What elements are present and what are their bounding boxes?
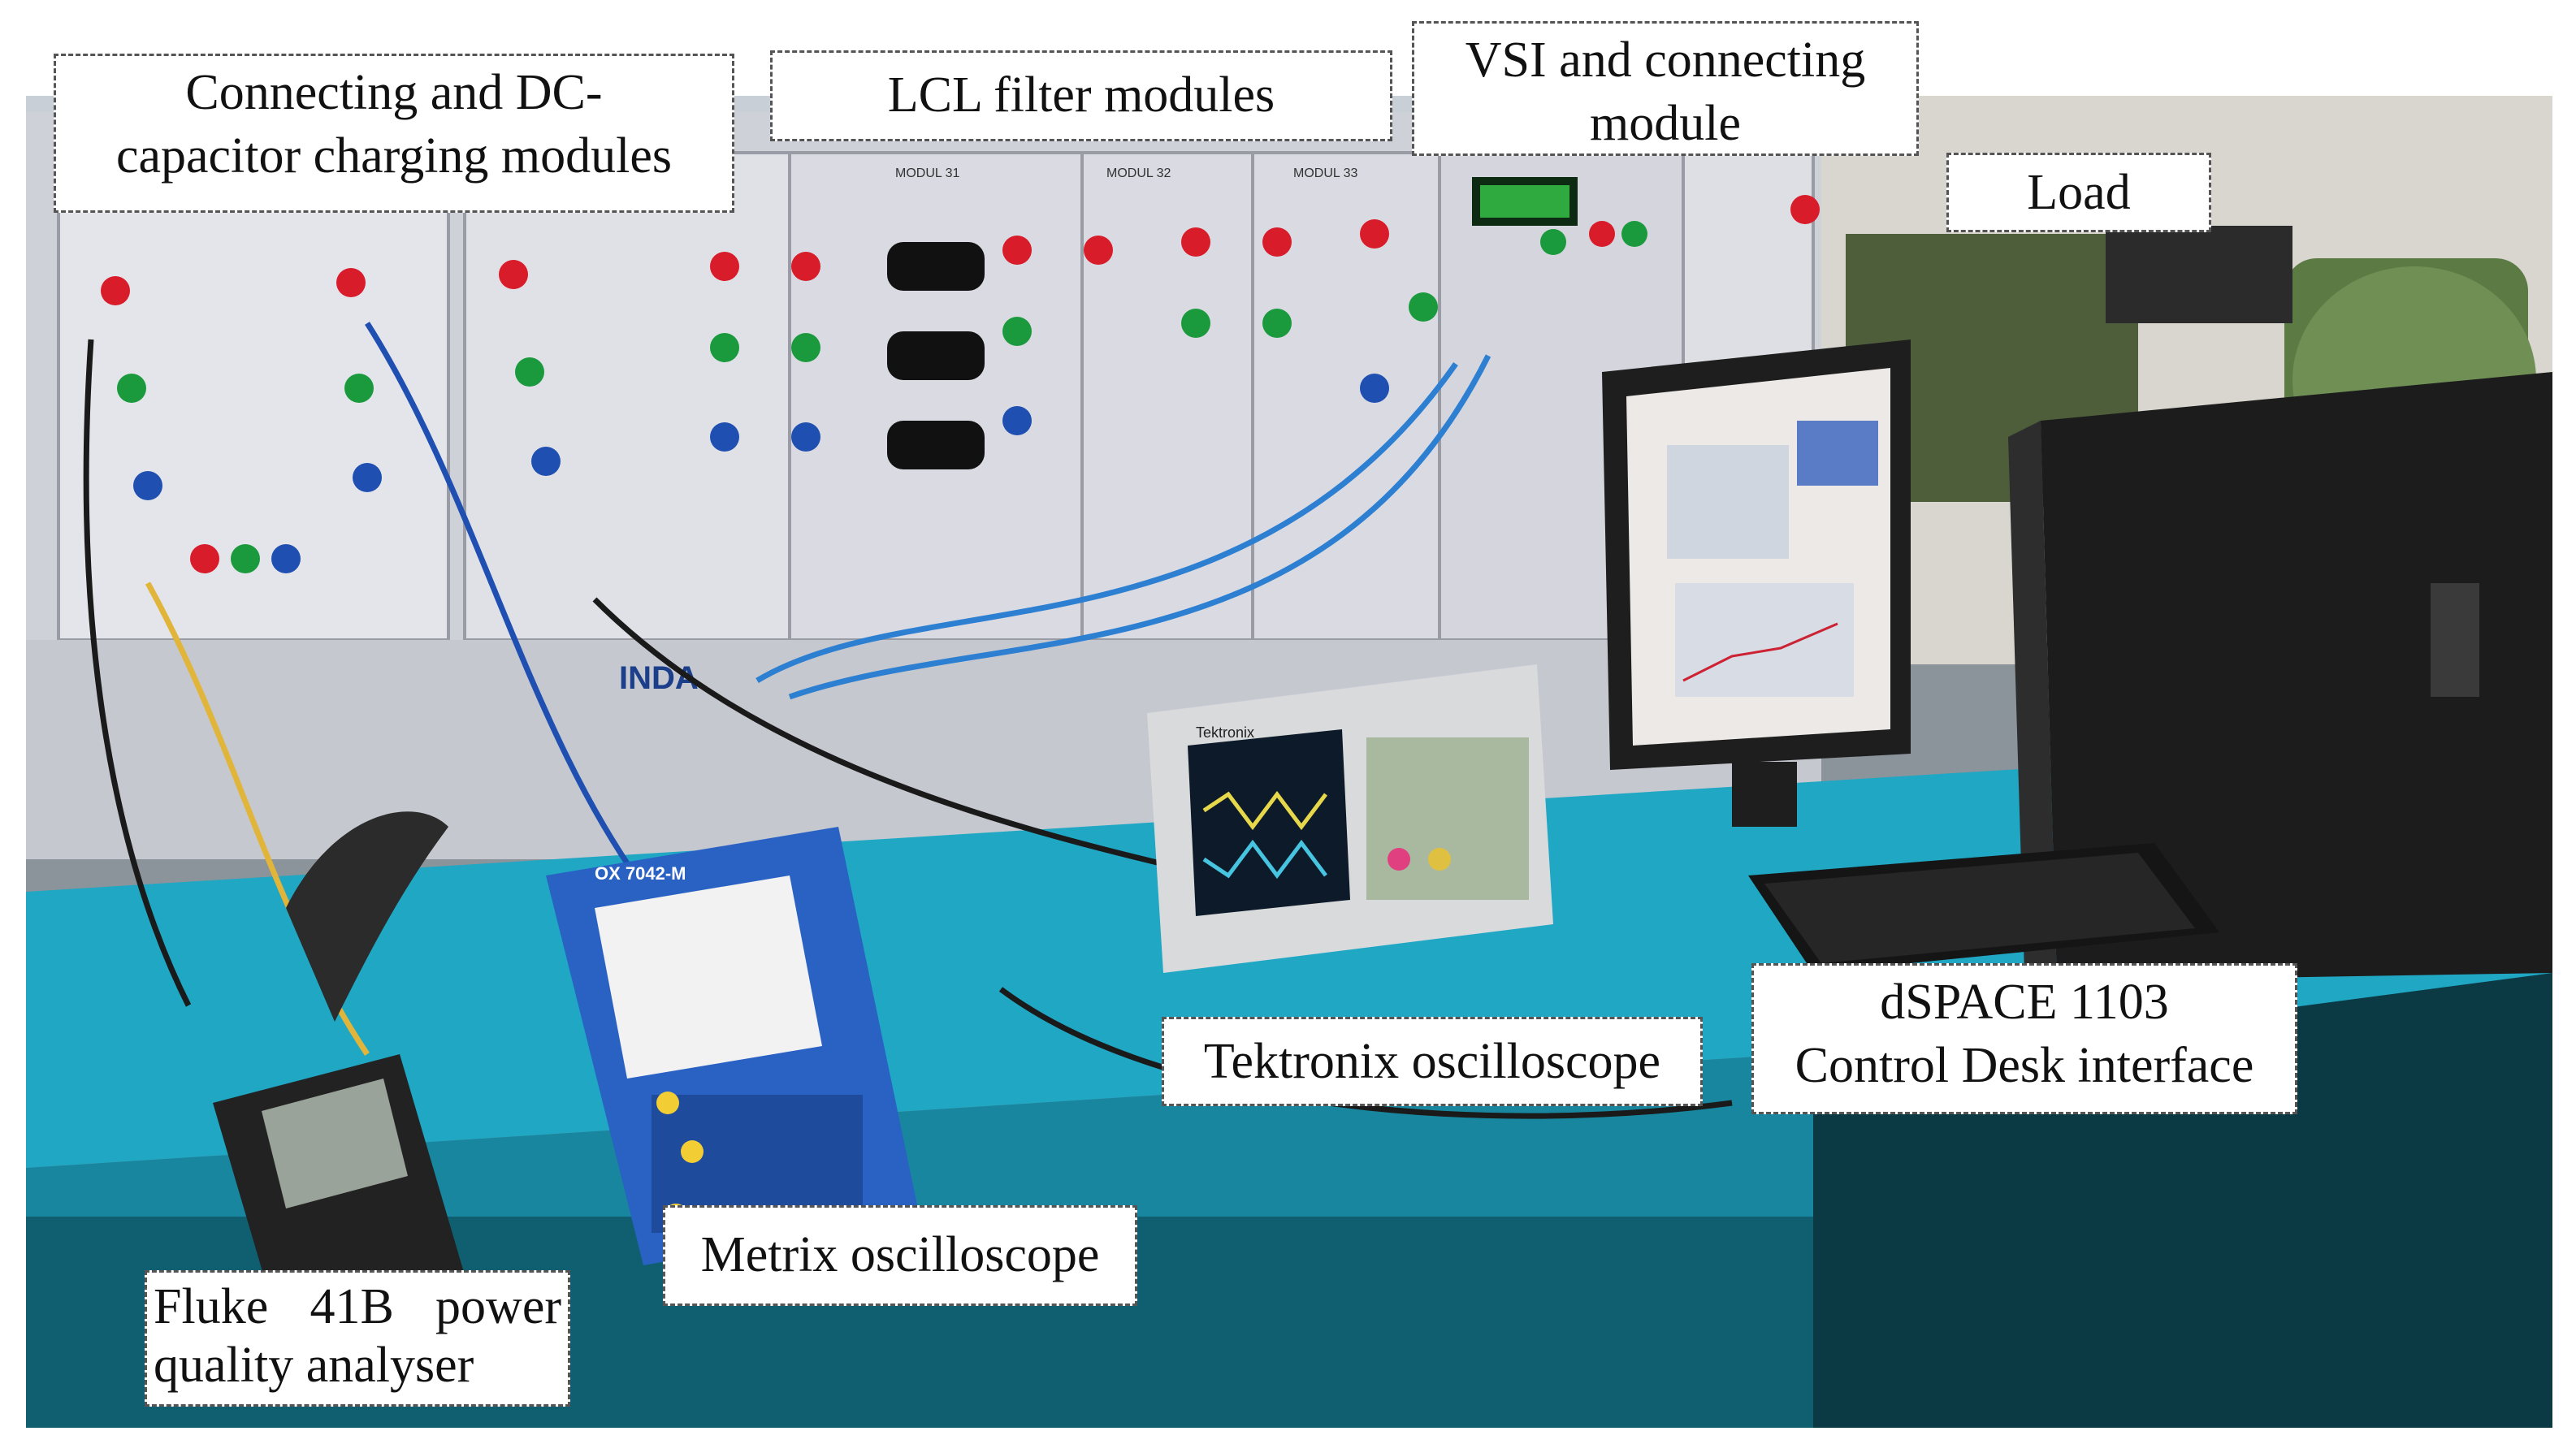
callout-tektronix-text: Tektronix oscilloscope — [1203, 1034, 1661, 1089]
callout-load: Load — [1946, 153, 2211, 232]
callout-tektronix: Tektronix oscilloscope — [1162, 1017, 1703, 1106]
metrix-scope: OX 7042-M — [546, 827, 920, 1265]
module-31-label: MODUL 31 — [895, 166, 960, 180]
panel-terminals — [101, 195, 1820, 573]
callout-lcl-filter: LCL filter modules — [770, 50, 1392, 141]
callout-fluke-line2: quality analyser — [154, 1338, 474, 1393]
module-33-label: MODUL 33 — [1293, 166, 1358, 180]
callout-dspace: dSPACE 1103 Control Desk interface — [1751, 963, 2297, 1114]
callout-vsi-module-line2: module — [1590, 96, 1741, 151]
lab-setup-photo: MODUL 31 MODUL 32 MODUL 33 INDA — [26, 96, 2552, 1428]
callout-load-text: Load — [2027, 165, 2131, 220]
callout-vsi-module-line1: VSI and connecting — [1465, 32, 1866, 88]
callout-lcl-filter-text: LCL filter modules — [887, 67, 1275, 123]
keyboard — [1748, 843, 2219, 973]
training-panel: MODUL 31 MODUL 32 MODUL 33 INDA — [26, 112, 1821, 859]
metrix-model-text: OX 7042-M — [595, 863, 686, 884]
monitor — [1602, 339, 1911, 827]
callout-dspace-line1: dSPACE 1103 — [1880, 975, 2169, 1030]
callout-connecting-modules-line1: Connecting and DC- — [185, 65, 603, 120]
callout-metrix: Metrix oscilloscope — [663, 1205, 1137, 1306]
callout-fluke: Fluke 41B power quality analyser — [145, 1270, 570, 1407]
current-clamp — [286, 811, 448, 1022]
callout-connecting-modules: Connecting and DC- capacitor charging mo… — [54, 54, 734, 213]
pc-tower — [2008, 372, 2552, 981]
callout-dspace-line2: Control Desk interface — [1795, 1038, 2254, 1093]
callout-connecting-modules-line2: capacitor charging modules — [115, 128, 673, 184]
callout-fluke-line1: Fluke 41B power — [154, 1279, 561, 1334]
tektronix-brand-text: Tektronix — [1196, 724, 1254, 741]
module-32-label: MODUL 32 — [1106, 166, 1171, 180]
callout-metrix-text: Metrix oscilloscope — [700, 1227, 1100, 1282]
callout-vsi-module: VSI and connecting module — [1412, 21, 1919, 156]
tektronix-scope: Tektronix — [1147, 664, 1553, 973]
